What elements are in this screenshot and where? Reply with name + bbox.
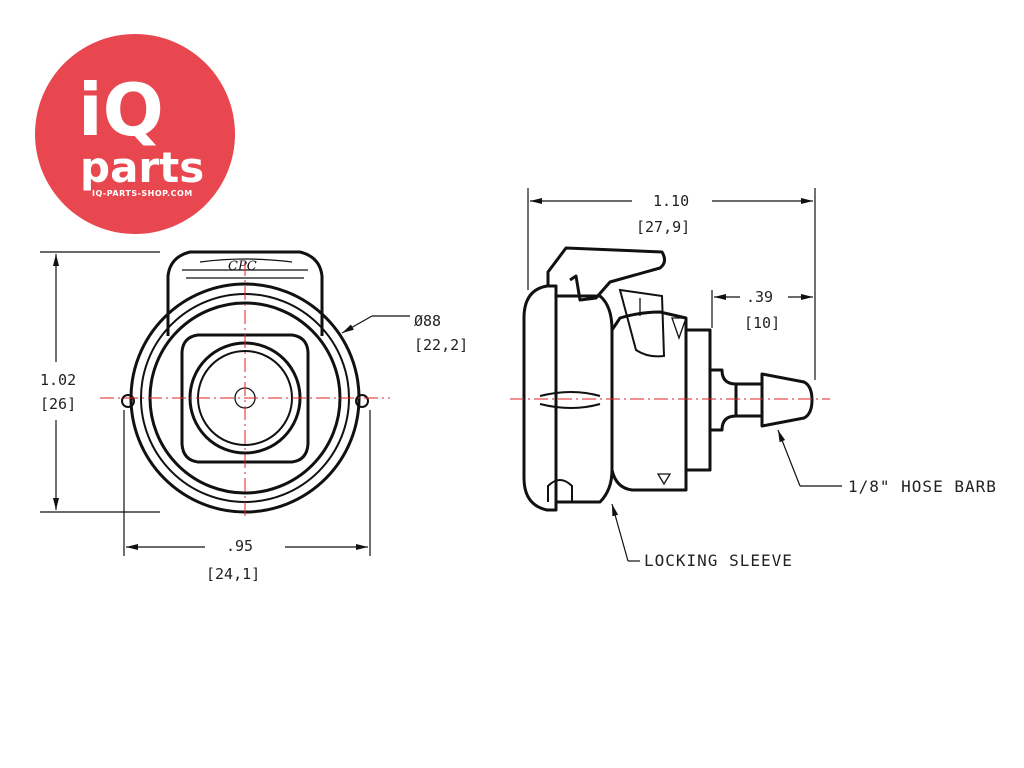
cap-engraving: CPC <box>228 259 257 274</box>
length-mm-label: [27,9] <box>636 218 690 236</box>
barb-neck <box>708 368 738 432</box>
left-pin <box>121 394 135 408</box>
diameter-mm-label: [22,2] <box>414 336 468 354</box>
diameter-leader <box>341 315 373 334</box>
latch-cap <box>166 250 324 336</box>
barb-tip <box>760 372 814 428</box>
inner-housing <box>180 333 310 464</box>
width-inch-label: .95 <box>226 537 253 555</box>
side-view: 1.10 [27,9] .39 [10] 1/8" HOSE BARB LOCK… <box>510 188 997 570</box>
hose-barb-leader <box>777 429 801 487</box>
locking-sleeve-leader <box>611 503 629 562</box>
brand-logo: iQ parts IQ-PARTS-SHOP.COM <box>35 34 235 234</box>
right-pin <box>355 394 369 408</box>
rear-cap <box>684 328 712 472</box>
height-mm-label: [26] <box>40 395 76 413</box>
height-inch-label: 1.02 <box>40 371 76 389</box>
locking-sleeve-label: LOCKING SLEEVE <box>644 551 793 570</box>
front-flange <box>522 284 558 512</box>
front-view: CPC 1.02 [26] .95 [24,1] Ø88 [22, <box>40 250 468 583</box>
logo-badge <box>35 34 235 234</box>
length-inch-label: 1.10 <box>653 192 689 210</box>
hose-barb-label: 1/8" HOSE BARB <box>848 477 997 496</box>
barb-shank <box>734 382 764 418</box>
latch-body <box>618 288 666 358</box>
logo-brand-iq: iQ <box>78 68 164 152</box>
barb-length-inch-label: .39 <box>746 288 773 306</box>
logo-url: IQ-PARTS-SHOP.COM <box>92 189 193 198</box>
diameter-inch-label: Ø88 <box>414 312 441 330</box>
latch-arrow-mark <box>671 317 687 340</box>
logo-brand-parts: parts <box>80 143 204 192</box>
main-body <box>610 310 688 492</box>
sleeve-notch <box>547 479 573 502</box>
latch-lever <box>546 246 667 302</box>
barb-length-mm-label: [10] <box>744 314 780 332</box>
width-mm-label: [24,1] <box>206 565 260 583</box>
